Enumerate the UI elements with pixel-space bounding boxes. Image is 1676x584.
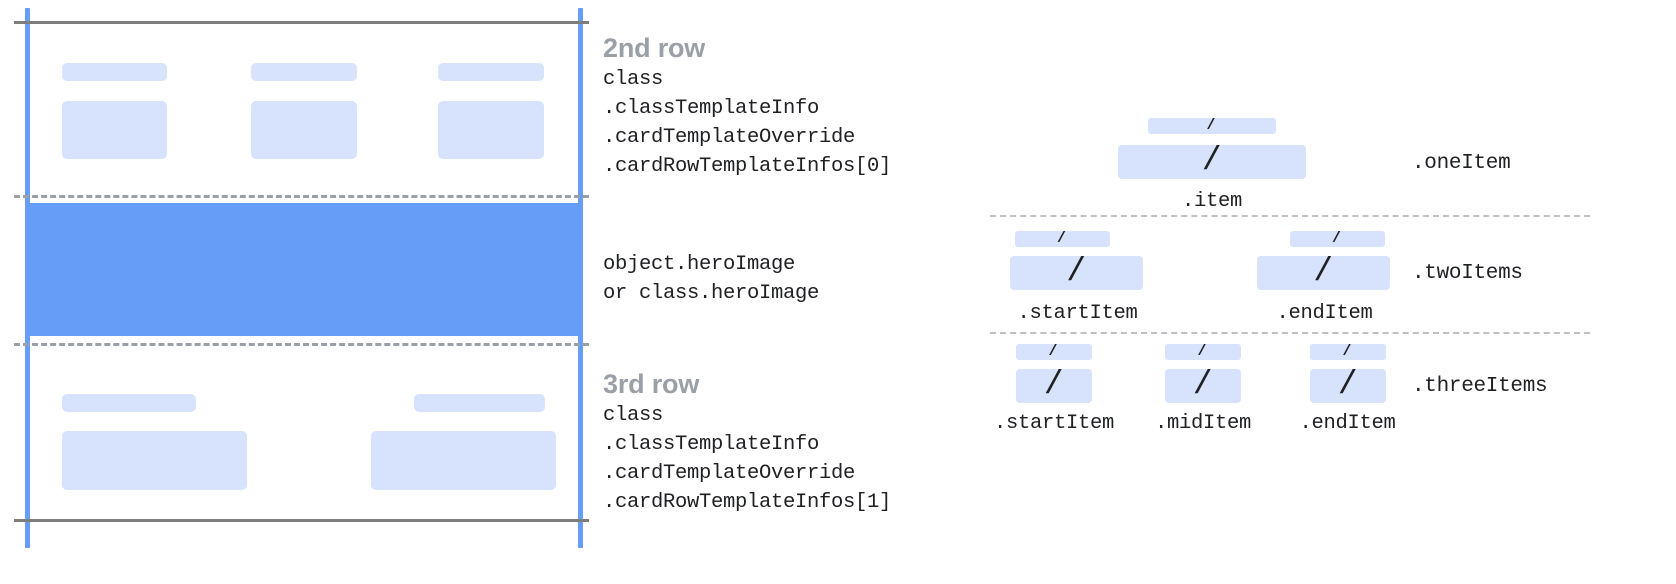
row3-col1-label-placeholder [62, 394, 196, 412]
two-items-end-thin-bar: / [1290, 231, 1385, 247]
slash-glyph: / [1066, 256, 1087, 290]
card-right-edge-rule [578, 8, 583, 548]
slash-glyph: / [1205, 118, 1218, 134]
slash-glyph: / [1196, 344, 1209, 360]
two-items-end-thick-bar: / [1257, 256, 1390, 290]
slash-glyph: / [1043, 369, 1065, 403]
annotation-3rd-row: 3rd row class .classTemplateInfo .cardTe… [603, 369, 891, 517]
annotation-hero-line-2: or class.heroImage [603, 282, 820, 305]
hero-image-band [28, 203, 580, 336]
row3-col2-label-placeholder [414, 394, 545, 412]
row-divider-lower [14, 343, 589, 346]
slash-glyph: / [1047, 344, 1060, 360]
three-items-end-thin-bar: / [1310, 344, 1386, 360]
three-items-end-thick-bar: / [1310, 369, 1386, 403]
three-items-mid-thin-bar: / [1165, 344, 1241, 360]
annotation-2nd-row-line-2: .classTemplateInfo [603, 96, 820, 120]
slash-glyph: / [1056, 231, 1069, 247]
annotation-hero-line-1: object.heroImage [603, 253, 796, 276]
row2-col2-body-placeholder [251, 101, 357, 159]
three-items-start-thick-bar: / [1016, 369, 1092, 403]
annotation-3rd-row-line-2: .classTemplateInfo [603, 432, 820, 456]
row2-col1-body-placeholder [62, 101, 167, 159]
card-top-border [14, 21, 589, 24]
slash-glyph: / [1331, 231, 1344, 247]
annotation-2nd-row-heading: 2nd row [603, 33, 706, 63]
item-layout-diagram: / / .item .oneItem / / .startItem / / [960, 0, 1676, 584]
row2-col3-body-placeholder [438, 101, 544, 159]
slash-glyph: / [1192, 369, 1214, 403]
row2-col3-label-placeholder [438, 63, 544, 81]
slash-glyph: / [1341, 344, 1354, 360]
annotation-2nd-row-line-1: class [603, 67, 664, 91]
one-item-thick-bar: / [1118, 145, 1306, 179]
annotation-3rd-row-line-1: class [603, 403, 664, 427]
card-bottom-border [14, 519, 589, 522]
slash-glyph: / [1313, 256, 1334, 290]
two-items-start-thin-bar: / [1015, 231, 1110, 247]
row3-col2-body-placeholder [371, 431, 556, 490]
three-items-caption-start: .startItem [993, 412, 1115, 435]
one-item-caption-item: .item [1181, 190, 1242, 213]
row2-col1-label-placeholder [62, 63, 167, 81]
slash-glyph: / [1337, 369, 1359, 403]
row-divider-upper [14, 195, 589, 198]
item-group-divider-2 [990, 332, 1590, 334]
card-row-diagram [0, 0, 600, 584]
row2-col2-label-placeholder [251, 63, 357, 81]
three-items-caption-mid: .midItem [1154, 412, 1252, 435]
two-items-caption-start: .startItem [1017, 302, 1138, 325]
annotation-3rd-row-heading: 3rd row [603, 369, 700, 399]
three-items-mid-thick-bar: / [1165, 369, 1241, 403]
annotation-3rd-row-line-4: .cardRowTemplateInfos[1] [603, 490, 892, 514]
three-items-label: .threeItems [1412, 375, 1548, 398]
row3-col1-body-placeholder [62, 431, 247, 490]
two-items-label: .twoItems [1412, 262, 1523, 285]
card-left-edge-rule [25, 8, 30, 548]
annotation-2nd-row-line-3: .cardTemplateOverride [603, 125, 856, 149]
annotation-2nd-row: 2nd row class .classTemplateInfo .cardTe… [603, 33, 891, 181]
item-group-divider-1 [990, 215, 1590, 217]
annotation-hero-image: object.heroImage or class.heroImage [603, 250, 819, 308]
annotation-2nd-row-line-4: .cardRowTemplateInfos[0] [603, 154, 892, 178]
three-items-caption-end: .endItem [1299, 412, 1396, 435]
two-items-caption-end: .endItem [1276, 302, 1373, 325]
two-items-start-thick-bar: / [1010, 256, 1143, 290]
annotation-3rd-row-line-3: .cardTemplateOverride [603, 461, 856, 485]
three-items-start-thin-bar: / [1016, 344, 1092, 360]
one-item-thin-bar: / [1148, 118, 1276, 134]
one-item-label: .oneItem [1412, 152, 1511, 175]
slash-glyph: / [1201, 145, 1223, 179]
